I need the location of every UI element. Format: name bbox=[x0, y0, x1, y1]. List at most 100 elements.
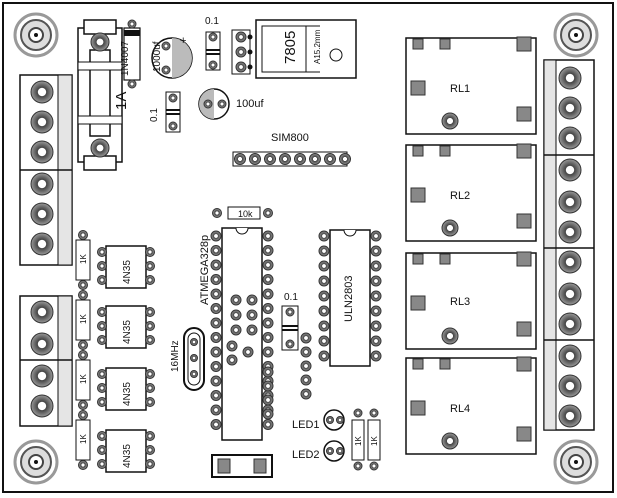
mcu-pin bbox=[210, 317, 222, 329]
mcu-pin bbox=[210, 303, 222, 314]
relay-pad bbox=[439, 38, 451, 50]
cap-top-label: 0.1 bbox=[205, 16, 219, 27]
relay-4: RL4 bbox=[405, 357, 537, 455]
uln-pin bbox=[318, 305, 330, 317]
diode-d1: 1N4007 bbox=[120, 19, 141, 89]
relay-pad bbox=[441, 327, 459, 345]
relay-2: RL2 bbox=[405, 144, 537, 242]
sim800-pin bbox=[339, 153, 351, 165]
jumper-pad bbox=[262, 366, 274, 378]
mcu-pin bbox=[210, 361, 222, 372]
screw-terminal bbox=[30, 300, 54, 324]
led-2: LED2 bbox=[292, 440, 345, 462]
resistor-pad bbox=[78, 280, 88, 290]
power-header bbox=[211, 454, 273, 478]
fuse-label: 1A bbox=[113, 92, 130, 110]
resistor-pad bbox=[78, 230, 88, 240]
sim800-header: SIM800 bbox=[232, 132, 351, 167]
cap-mid-label: 0.1 bbox=[284, 292, 298, 303]
relay2-label: RL2 bbox=[450, 190, 470, 202]
sim800-pin bbox=[234, 153, 246, 165]
mcu-pin bbox=[210, 390, 222, 401]
mcu-pin bbox=[210, 230, 222, 242]
fuse-holder: 1A bbox=[77, 19, 130, 171]
driver-label: ULN2803 bbox=[343, 276, 355, 322]
mcu-pin bbox=[210, 419, 222, 430]
jumper-pad bbox=[246, 309, 258, 321]
optocoupler-1: 4N35 bbox=[105, 245, 147, 289]
opto-pin bbox=[97, 335, 107, 345]
uln-pin bbox=[370, 320, 382, 332]
optocoupler-3: 4N35 bbox=[105, 367, 147, 411]
mcu-pin bbox=[262, 288, 274, 300]
screw-terminal bbox=[558, 96, 582, 120]
uln-pin bbox=[370, 275, 382, 287]
relay-pad bbox=[412, 38, 424, 50]
capacitor-1000uf: + 1000uf bbox=[151, 35, 193, 79]
screw-terminal bbox=[30, 202, 54, 226]
opto-pin bbox=[97, 445, 107, 455]
relay-pad bbox=[410, 400, 426, 416]
uln-pin bbox=[370, 305, 382, 317]
jumper-pad bbox=[246, 294, 258, 306]
opto-pin bbox=[97, 261, 107, 271]
screw-terminal bbox=[30, 172, 54, 196]
jumper-pad bbox=[300, 374, 312, 386]
mcu-pin bbox=[210, 274, 222, 285]
jumper-pad bbox=[300, 388, 312, 400]
jumper-pad bbox=[226, 354, 238, 366]
res-10k-label: 10k bbox=[238, 209, 253, 219]
opto-pin bbox=[145, 275, 155, 285]
relay-pad bbox=[516, 106, 532, 122]
cap-100-label: 100uf bbox=[236, 98, 264, 110]
opto4-label: 4N35 bbox=[122, 444, 133, 468]
screw-terminal bbox=[30, 110, 54, 134]
relay-pad bbox=[410, 80, 426, 96]
mcu-pin bbox=[210, 346, 222, 358]
screw-terminal bbox=[558, 282, 582, 306]
relay-3: RL3 bbox=[405, 252, 537, 350]
jumper-pad bbox=[242, 346, 254, 358]
relay1-label: RL1 bbox=[450, 83, 470, 95]
jumper-pad bbox=[262, 394, 274, 406]
screw-terminal bbox=[558, 404, 582, 428]
jumper-pad bbox=[262, 408, 274, 420]
screw-terminal bbox=[558, 158, 582, 182]
res-1k-2-label: 1K bbox=[79, 314, 88, 324]
resistor-pad bbox=[78, 400, 88, 410]
mcu-pin bbox=[262, 259, 274, 271]
sim800-label: SIM800 bbox=[271, 132, 309, 144]
relay-pad bbox=[516, 321, 532, 337]
mounting-hole-top-right bbox=[553, 12, 599, 58]
screw-terminal bbox=[558, 312, 582, 336]
sim800-pin bbox=[249, 153, 261, 165]
screw-terminal bbox=[30, 364, 54, 388]
mcu-pin bbox=[262, 346, 274, 358]
jumper-pad bbox=[300, 332, 312, 344]
relay-pad bbox=[441, 432, 459, 450]
uln-pin bbox=[318, 275, 330, 287]
led-res-2-label: 1K bbox=[370, 436, 379, 446]
jumper-pad bbox=[262, 380, 274, 392]
relay-pad bbox=[412, 145, 424, 157]
resistor-pad bbox=[78, 340, 88, 350]
jumper-pad bbox=[230, 294, 242, 306]
mcu-pin bbox=[210, 375, 222, 387]
voltage-regulator: 7805 A15.2mm bbox=[247, 19, 357, 79]
jumper-pad bbox=[246, 324, 258, 336]
opto-pin bbox=[97, 397, 107, 407]
screw-terminal bbox=[30, 394, 54, 418]
crystal: 16MHz bbox=[170, 327, 205, 391]
mcu-pin bbox=[262, 317, 274, 329]
mcu-pin bbox=[262, 419, 274, 430]
led-1: LED1 bbox=[292, 409, 345, 431]
opto-pin bbox=[145, 445, 155, 455]
uln-pin bbox=[318, 245, 330, 257]
relay4-label: RL4 bbox=[450, 403, 470, 415]
relay-pad bbox=[410, 187, 426, 203]
relay-pad bbox=[410, 295, 426, 311]
led2-label: LED2 bbox=[292, 449, 320, 461]
uln-pin bbox=[318, 350, 330, 362]
uln-pin bbox=[318, 230, 330, 242]
